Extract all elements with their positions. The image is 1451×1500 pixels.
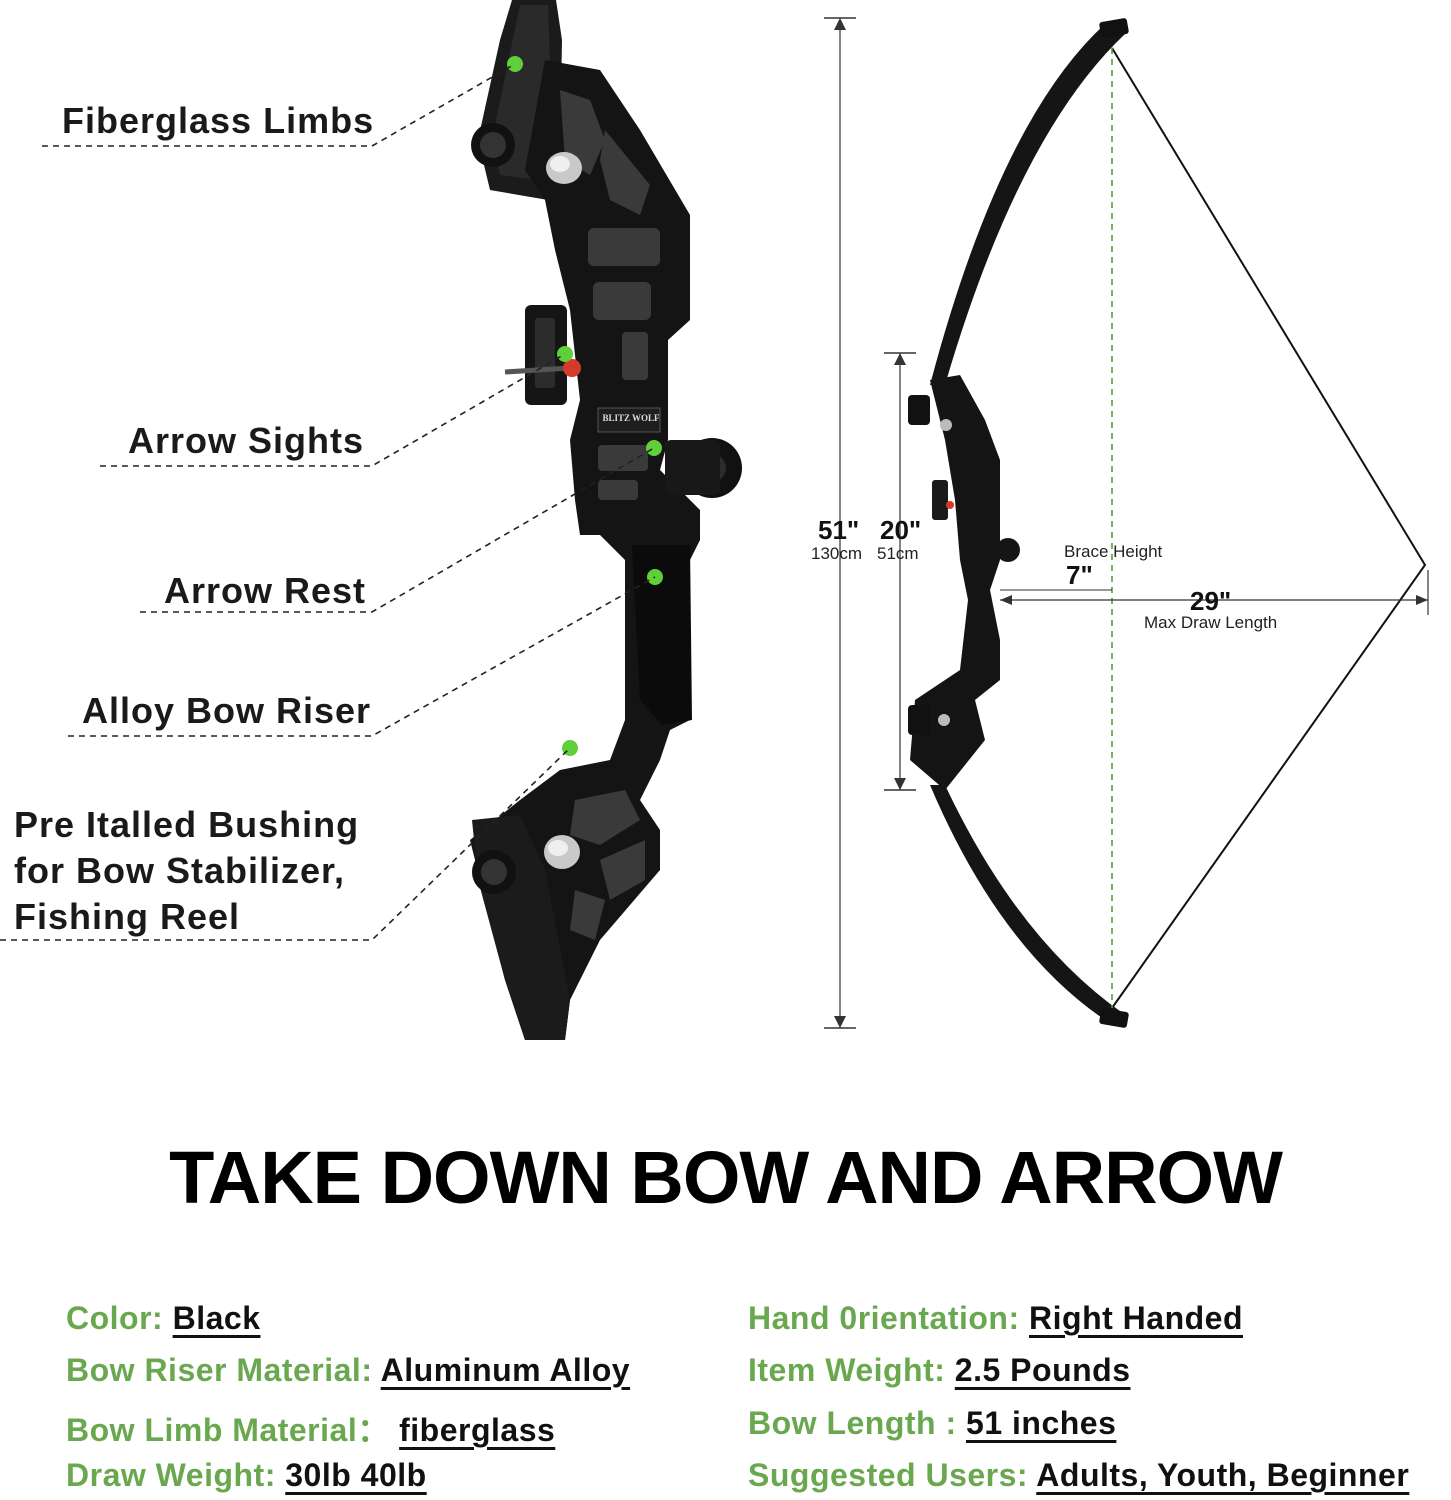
spec-suggested-users: Suggested Users: Adults, Youth, Beginner [748, 1457, 1410, 1493]
dim-draw-inches: 29" [1190, 586, 1232, 616]
spec-color: Color: Black [66, 1300, 261, 1336]
dim-total-cm: 130cm [811, 544, 863, 563]
callout-bushing-line-3: Fishing Reel [14, 896, 241, 937]
dim-total-inches: 51" [818, 515, 860, 545]
dim-brace-label: Brace Height [1064, 542, 1163, 561]
dim-riser-inches: 20" [880, 515, 922, 545]
callout-leaders [0, 63, 656, 941]
riser-brand-label: BLITZ WOLF [602, 413, 660, 423]
callout-arrow-rest: Arrow Rest [164, 570, 367, 611]
callout-bushing-line-1: Pre Italled Bushing [14, 804, 360, 845]
page-title: TAKE DOWN BOW AND ARROW [169, 1136, 1283, 1219]
dim-brace-inches: 7" [1066, 560, 1093, 590]
dim-riser-cm: 51cm [877, 544, 919, 563]
dim-draw-label: Max Draw Length [1144, 613, 1278, 632]
spec-item-weight: Item Weight: 2.5 Pounds [748, 1352, 1131, 1388]
bow-diagram [824, 17, 1429, 1029]
spec-bow-length: Bow Length : 51 inches [748, 1405, 1117, 1441]
callout-alloy-bow-riser: Alloy Bow Riser [82, 690, 372, 731]
spec-riser-material: Bow Riser Material: Aluminum Alloy [66, 1352, 631, 1388]
spec-limb-material: Bow Limb Material： fiberglass [66, 1412, 556, 1448]
spec-draw-weight: Draw Weight: 30lb 40lb [66, 1457, 427, 1493]
marker-rest [646, 440, 662, 456]
callout-arrow-sights: Arrow Sights [128, 420, 365, 461]
marker-limbs [507, 56, 523, 72]
riser-closeup [470, 0, 742, 1040]
callout-bushing-line-2: for Bow Stabilizer, [14, 850, 346, 891]
spec-hand-orientation: Hand 0rientation: Right Handed [748, 1300, 1243, 1336]
callout-fiberglass-limbs: Fiberglass Limbs [62, 100, 375, 141]
callout-bushing: Pre Italled Bushing for Bow Stabilizer, … [14, 802, 359, 940]
